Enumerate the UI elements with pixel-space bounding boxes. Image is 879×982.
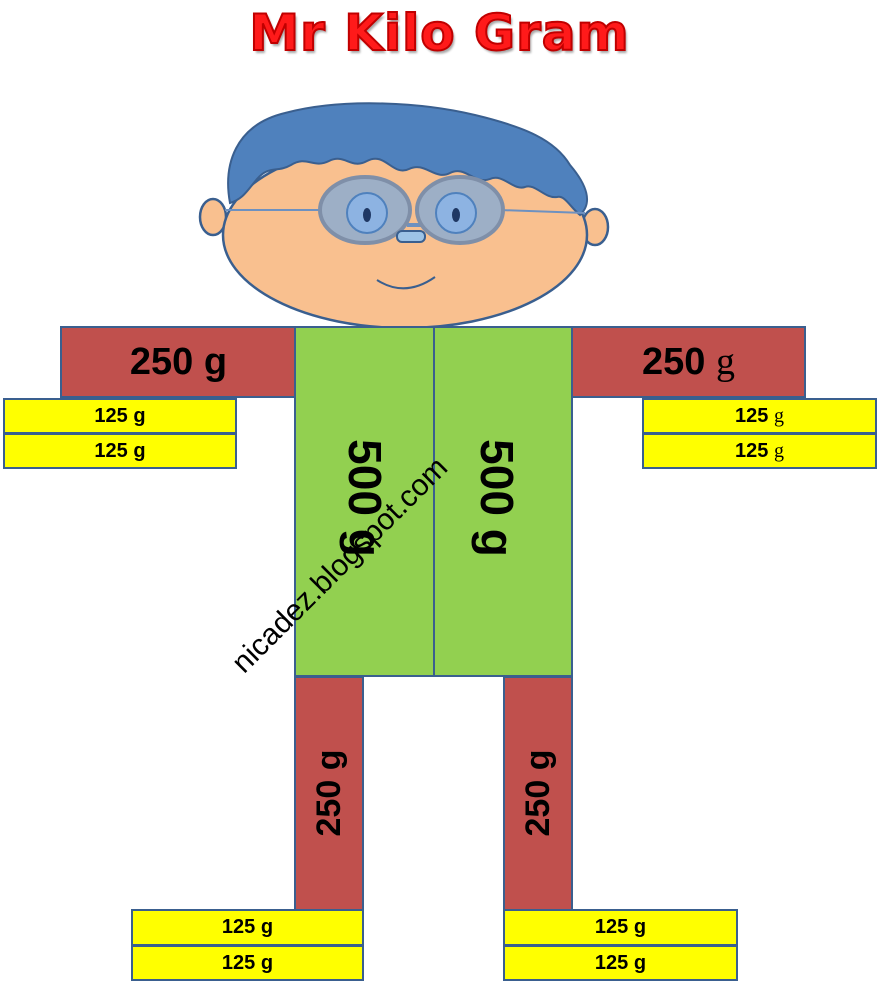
right-foot-top-value: 125 (594, 916, 629, 938)
right-hand-top: 125 g (642, 398, 877, 434)
left-arm-value: 250 (129, 340, 194, 383)
right-foot-bottom: 125 g (503, 945, 738, 981)
cartoon-head-icon (198, 102, 610, 330)
right-arm-label: 250 g (573, 328, 804, 396)
left-hand-bottom-unit: g (133, 439, 146, 462)
left-hand-top-unit: g (133, 404, 146, 427)
left-hand-bottom: 125 g (3, 433, 237, 469)
left-leg (294, 676, 364, 911)
left-foot-bottom-value: 125 (221, 951, 256, 974)
mouth (376, 276, 436, 290)
left-arm-label: 250 g (62, 328, 295, 396)
left-foot-top: 125 g (131, 909, 364, 946)
left-leg-label: 250 g (309, 749, 348, 837)
right-hand-top-unit: g (773, 404, 784, 427)
right-foot-top: 125 g (503, 909, 738, 946)
body-left (294, 326, 436, 677)
left-foot-bottom: 125 g (131, 945, 364, 981)
right-hand-top-value: 125 (735, 404, 769, 427)
nose (396, 230, 426, 243)
left-foot-top-value: 125 (221, 916, 256, 938)
right-hand-bottom-unit: g (773, 439, 784, 462)
left-foot-top-unit: g (260, 916, 274, 938)
right-leg (503, 676, 573, 911)
right-foot-bottom-value: 125 (594, 951, 629, 974)
left-hand-top: 125 g (3, 398, 237, 434)
left-arm-unit: g (203, 340, 228, 383)
hair (227, 102, 589, 217)
left-hand-bottom-value: 125 (94, 439, 128, 462)
right-hand-bottom-value: 125 (735, 439, 769, 462)
left-foot-bottom-unit: g (260, 951, 274, 974)
right-hand-bottom: 125 g (642, 433, 877, 469)
left-hand-top-value: 125 (94, 404, 128, 427)
right-arm: 250 g (571, 326, 806, 398)
page-title: Mr Kilo Gram (248, 3, 630, 63)
right-arm-value: 250 (642, 340, 706, 383)
glasses-icon (225, 175, 586, 245)
left-arm: 250 g (60, 326, 297, 398)
right-foot-bottom-unit: g (633, 951, 647, 974)
body-right-label: 500 g (471, 439, 523, 557)
body-right (433, 326, 573, 677)
right-leg-label: 250 g (518, 749, 557, 837)
right-foot-top-unit: g (633, 916, 647, 938)
right-arm-unit: g (715, 341, 735, 383)
